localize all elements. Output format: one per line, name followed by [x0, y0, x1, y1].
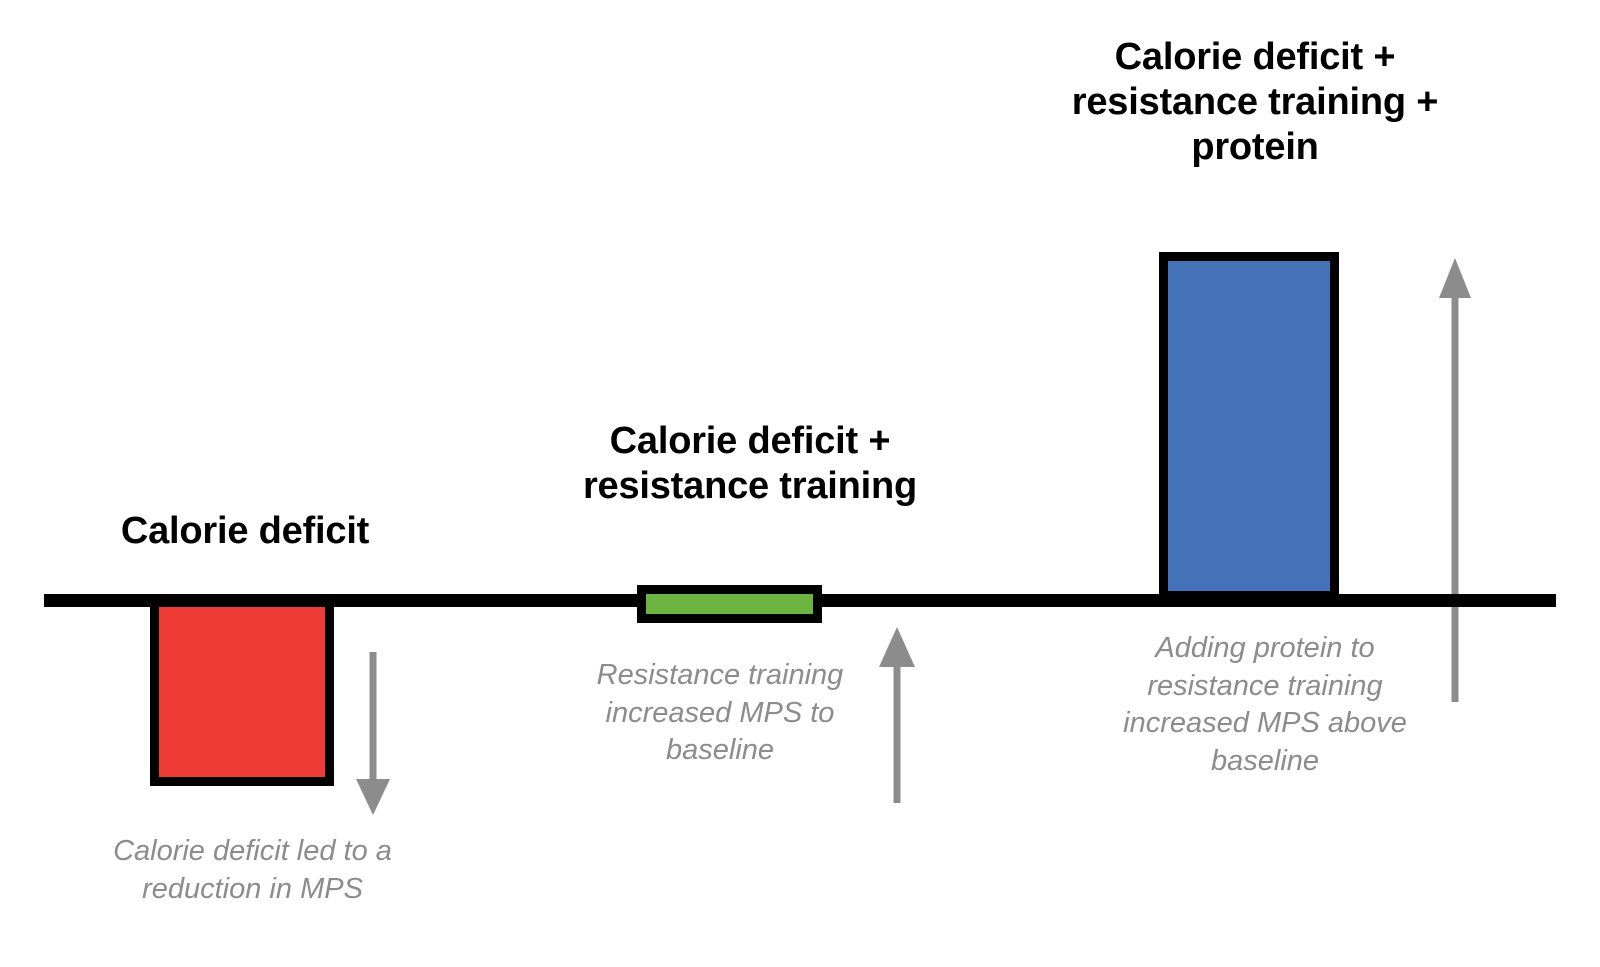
up-arrow-icon-resistance-training [874, 615, 920, 807]
bar-calorie-deficit [150, 598, 334, 786]
caption-calorie-deficit: Calorie deficit led to a reduction in MP… [113, 835, 392, 905]
down-arrow-icon [352, 648, 394, 818]
caption-resistance-training: Resistance training increased MPS to bas… [596, 659, 844, 767]
bar-calorie-deficit-resistance-training-protein [1159, 252, 1339, 600]
bar-calorie-deficit-resistance-training [637, 585, 822, 623]
group-title-calorie-deficit-resistance-training-protein: Calorie deficit + resistance training + … [1071, 36, 1439, 168]
up-arrow-icon-protein [1432, 250, 1478, 706]
group-title-calorie-deficit: Calorie deficit [120, 510, 370, 552]
caption-protein: Adding protein to resistance training in… [1123, 632, 1407, 778]
group-title-calorie-deficit-resistance-training: Calorie deficit + resistance training [582, 420, 918, 507]
